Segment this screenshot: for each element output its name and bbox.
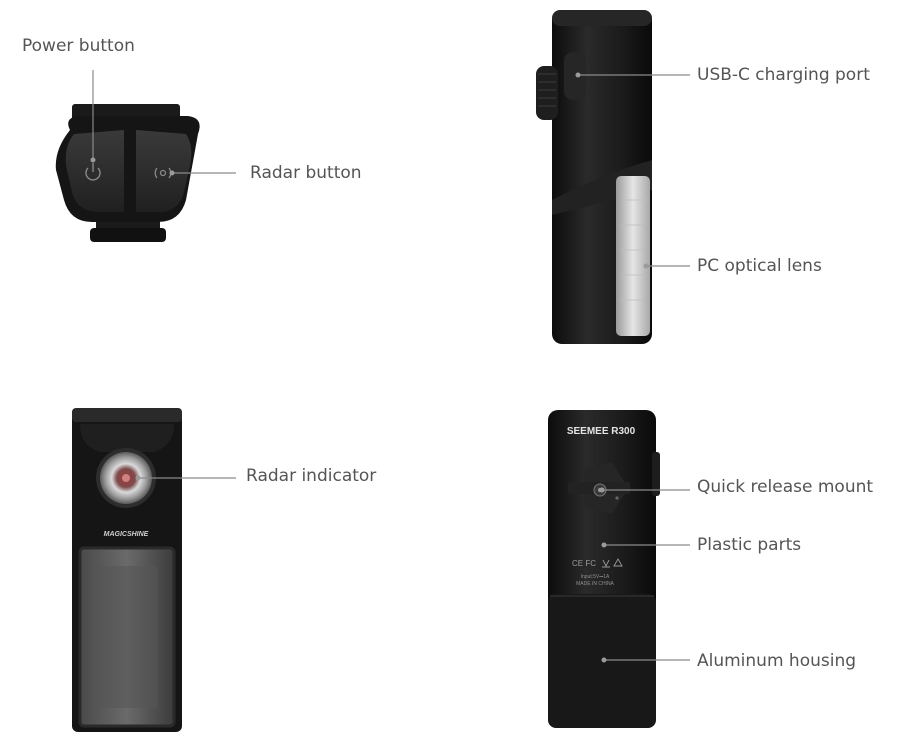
callout-quick-release: Quick release mount [697,477,874,497]
leader-lines [92,70,690,661]
svg-text:CE FC: CE FC [572,559,596,568]
usb-c-port-cover[interactable] [564,52,586,100]
callout-usbc-port: USB-C charging port [697,65,870,85]
callout-radar-button: Radar button [250,163,362,183]
device-side-view [536,10,652,344]
device-back-view: CE FC [548,410,660,728]
device-top-view [55,104,200,242]
made-in-label: MADE IN CHINA [576,581,614,587]
power-icon [85,163,101,181]
callout-radar-indicator: Radar indicator [246,466,377,486]
brand-logo: MAGICSHINE [104,531,149,538]
callout-power-button: Power button [22,36,135,56]
callout-pc-lens: PC optical lens [697,256,822,276]
callout-plastic-parts: Plastic parts [697,535,802,555]
input-rating: Input:5V⎓1A [581,574,610,580]
callout-aluminum-housing: Aluminum housing [697,651,857,671]
device-front-view [72,408,182,732]
leader-dots [90,72,649,663]
quick-release-mount[interactable] [568,462,630,514]
pc-optical-lens [616,176,650,336]
power-button-pad[interactable] [65,130,124,212]
certification-marks: CE FC [572,558,623,568]
model-name: SEEMEE R300 [567,426,636,437]
